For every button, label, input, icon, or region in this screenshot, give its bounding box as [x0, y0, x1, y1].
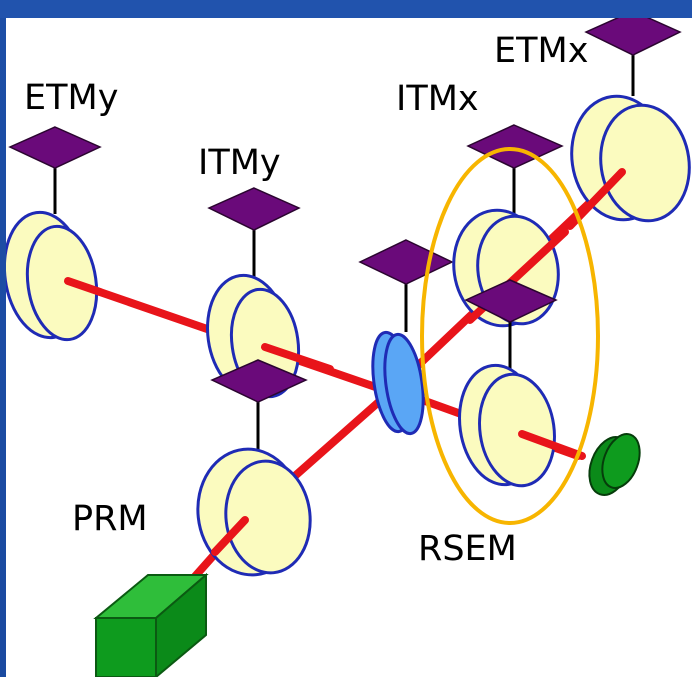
label-prm: PRM — [72, 499, 148, 539]
rsem-optic — [458, 279, 586, 488]
label-etmx: ETMx — [494, 31, 588, 71]
etmy-suspension-pad — [8, 126, 102, 169]
label-itmy: ITMy — [198, 143, 281, 183]
prm-optic — [196, 359, 312, 577]
label-itmx: ITMx — [396, 79, 479, 119]
photodetector-icon — [588, 433, 641, 496]
etmx-suspension-pad — [584, 18, 682, 56]
label-etmy: ETMy — [24, 78, 118, 118]
label-rsem: RSEM — [418, 529, 517, 569]
top-strip — [0, 0, 692, 18]
prm-suspension-pad — [210, 359, 308, 403]
itmx-suspension-pad — [466, 124, 564, 169]
rsem-highlight-ellipse — [420, 147, 600, 525]
rsem-suspension-pad — [464, 279, 558, 323]
etmx-optic — [570, 18, 691, 223]
etmy-mirror-front — [25, 224, 99, 342]
itmy-suspension-pad — [207, 187, 301, 231]
laser-source-icon — [93, 572, 209, 677]
bs-suspension-pad — [358, 239, 454, 285]
beam-splitter-icon — [358, 239, 454, 436]
etmy-optic — [6, 126, 104, 342]
